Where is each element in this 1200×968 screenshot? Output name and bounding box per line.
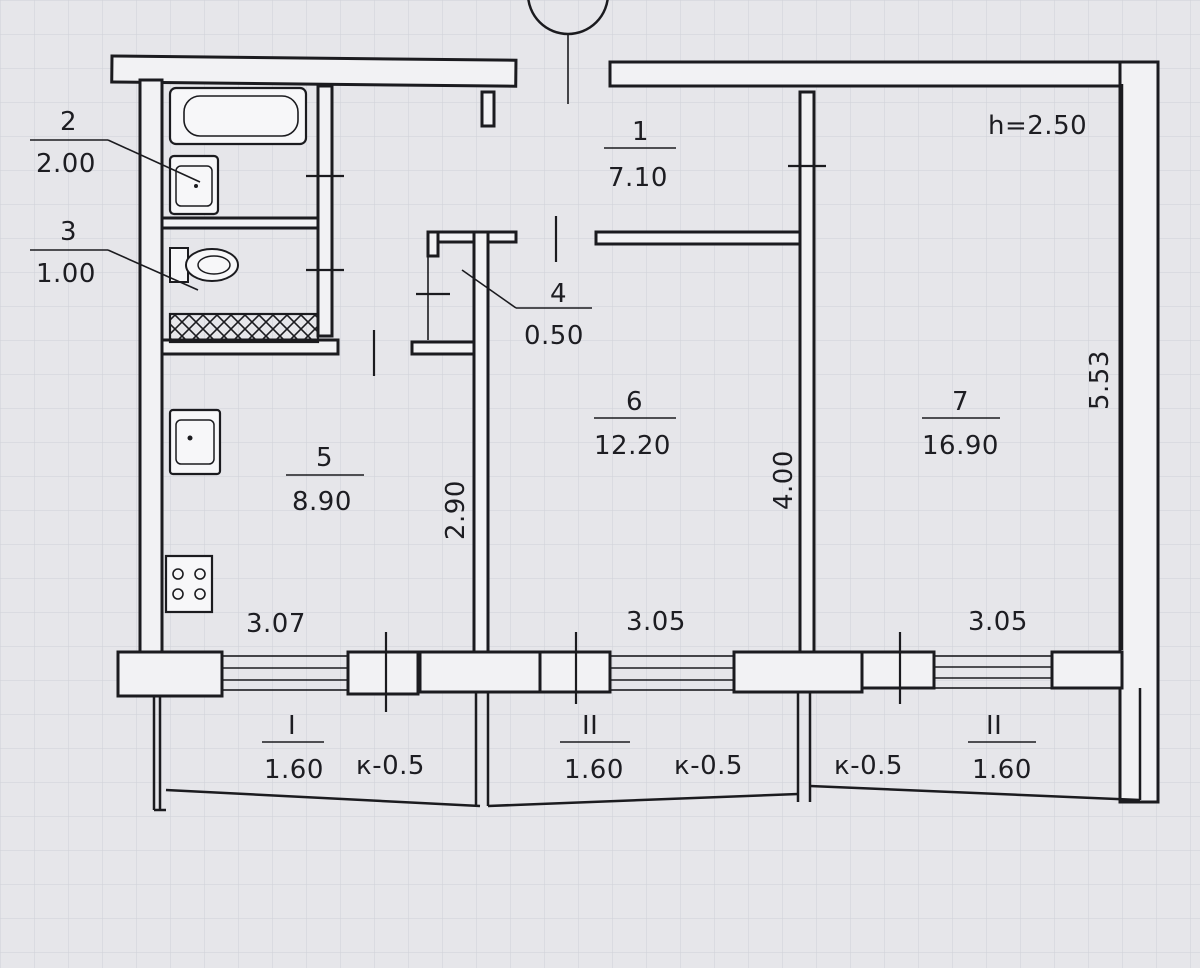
kitchen-depth: 2.90 [441,480,471,540]
ventilation-shaft [168,312,320,344]
room-5-number: 5 [316,443,333,473]
bathtub-icon [168,86,308,146]
room-2-number: 2 [60,107,77,137]
balcony [152,688,1142,812]
room-3-number: 3 [60,217,77,247]
window-1-type: I [288,711,296,741]
room-6-number: 6 [626,387,643,417]
stove-icon [164,554,214,614]
window-3-sill: к-0.5 [834,751,903,781]
sink-icon [168,408,222,476]
leader-lines [30,139,592,309]
window-1-size: 1.60 [264,755,324,785]
interior-walls [160,84,816,654]
room-1-number: 1 [632,117,649,147]
room-7-area: 16.90 [922,431,999,461]
door-marks [306,164,902,712]
room-5-area: 8.90 [292,487,352,517]
ceiling-height: h=2.50 [988,111,1087,141]
room6-width: 3.05 [626,607,686,637]
room-3-area: 1.00 [36,259,96,289]
room-1-area: 7.10 [608,163,668,193]
window-2-size: 1.60 [564,755,624,785]
room7-depth: 5.53 [1085,350,1115,410]
outer-walls [110,54,1160,804]
room7-width: 3.05 [968,607,1028,637]
washbasin-icon [168,154,220,216]
fraction-bars [262,147,1036,743]
room6-depth: 4.00 [769,450,799,510]
kitchen-width: 3.07 [246,609,306,639]
room-2-area: 2.00 [36,149,96,179]
window-1-sill: к-0.5 [356,751,425,781]
window-glazing [221,655,1053,691]
window-2-type: II [582,711,598,741]
toilet-icon [169,247,239,283]
window-2-sill: к-0.5 [674,751,743,781]
window-3-type: II [986,711,1002,741]
room-4-number: 4 [550,279,567,309]
room-4-area: 0.50 [524,321,584,351]
window-3-size: 1.60 [972,755,1032,785]
room-6-area: 12.20 [594,431,671,461]
room-7-number: 7 [952,387,969,417]
